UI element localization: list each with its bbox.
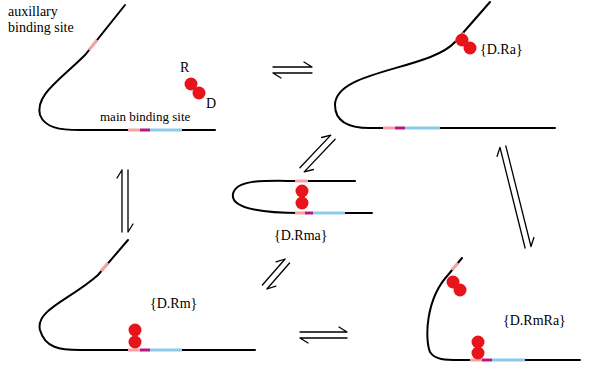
state-label: {D.Ra} [480,42,523,58]
repressor-dot [464,42,477,55]
state-label: {D.Rm} [150,296,197,312]
repressor-dot [296,197,309,210]
equilibrium-arrow [262,259,289,289]
state-label: {D.Rma} [274,228,328,244]
bound-state: {D.RmRa} [415,255,595,377]
bound-state: {D.Ra} [318,0,562,135]
main-site [128,129,140,132]
dna-strand [233,181,372,213]
state-label: {D.RmRa} [503,313,566,329]
site-label: auxillary binding site [8,4,96,36]
main-site [383,127,395,130]
dna-strand [335,2,555,128]
bound-state: {D.Rm} [5,238,262,372]
dna-strand [427,258,580,360]
main-site [395,127,405,130]
dna-strand [40,240,255,350]
main-site [305,212,313,215]
free-state: auxillary binding siteRmain binding site… [5,0,267,160]
main-site [482,359,492,362]
repressor-dot [193,87,206,100]
equilibrium-arrow [273,62,312,78]
aux-site [295,180,308,183]
main-site [140,349,150,352]
main-site [128,349,140,352]
main-site [150,349,182,352]
repressor-dot [129,324,142,337]
main-site [295,212,305,215]
repressor-dot [472,347,485,360]
main-site [405,127,440,130]
equilibrium-arrow [300,327,347,343]
main-site [140,129,150,132]
bound-state: {D.Rma} [228,172,372,258]
repressor-dot [129,336,142,349]
molecule-label: D [206,96,216,112]
aux-site [89,40,97,50]
aux-site [452,263,458,270]
site-label: main binding site [100,110,190,125]
main-site [313,212,345,215]
equilibrium-arrow [300,135,335,172]
equilibrium-arrow [117,170,133,232]
aux-site [101,263,108,271]
equilibrium-arrow [497,146,534,248]
repressor-dot [296,185,309,198]
main-site [150,129,182,132]
molecule-label: R [180,60,189,76]
main-site [492,359,525,362]
repressor-dot [454,284,467,297]
